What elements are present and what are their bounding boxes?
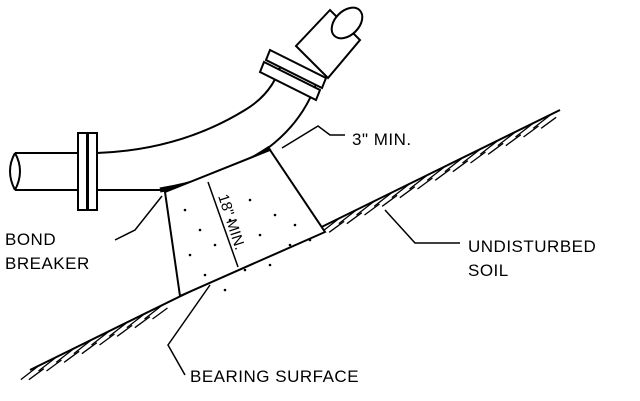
soil-label-line2: SOIL [468,261,509,280]
soil-leader [384,209,460,244]
soil-hatch-mark [540,116,557,129]
soil-hatch-mark [417,177,433,190]
soil-hatch-mark [373,191,393,207]
soil-hatch-mark [434,168,451,181]
bond-breaker-label-line1: BOND [5,230,56,249]
thickness-dimension-line [207,181,239,268]
concrete-thrust-block [163,148,327,298]
soil-hatch-mark [91,330,110,346]
soil-hatch-mark [28,368,45,381]
soil-hatch-mark [381,194,398,207]
concrete-aggregate-dot [188,253,192,257]
bond-breaker-label-line2: BREAKER [5,254,90,273]
soil-hatch-mark [515,122,534,138]
soil-hatch-mark [152,307,168,320]
soil-hatch-mark [356,200,375,216]
concrete-stipple [183,198,312,292]
concrete-aggregate-dot [228,218,232,222]
concrete-aggregate-dot [258,233,262,237]
soil-hatch-mark [399,186,416,199]
flange-upper [258,48,328,102]
concrete-aggregate-dot [288,243,292,247]
soil-hatch-mark [487,142,504,155]
soil-label-line1: UNDISTURBED [468,237,596,256]
concrete-aggregate-dot [243,268,247,272]
pipe-left [9,152,81,191]
concrete-aggregate-dot [198,228,202,232]
concrete-aggregate-dot [223,288,227,292]
soil-hatch-mark [346,212,363,225]
soil-hatching [20,113,557,381]
soil-hatch-mark [409,174,428,190]
concrete-aggregate-dot [293,223,297,227]
soil-hatch-mark [134,316,151,329]
concrete-aggregate-dot [203,273,207,277]
concrete-aggregate-dot [273,213,277,217]
soil-hatch-mark [81,342,98,355]
soil-hatch-mark [364,203,380,216]
soil-hatch-mark [452,160,469,173]
soil-hatch-mark [470,151,486,164]
soil-hatch-mark [73,339,93,355]
soil-hatch-mark [38,356,57,372]
soil-hatch-mark [523,125,539,138]
soil-hatch-mark [144,304,163,320]
clearance-label: 3" MIN. [352,130,412,149]
soil-hatch-mark [108,321,128,337]
clearance-leader [281,125,345,149]
soil-hatch-mark [328,220,345,233]
bearing-leader [167,284,211,376]
soil-hatch-mark [338,209,358,225]
soil-hatch-mark [99,333,115,346]
concrete-aggregate-dot [183,208,187,212]
concrete-aggregate-dot [308,238,312,242]
soil-hatch-mark [532,113,552,129]
bond-breaker-leader [114,195,163,241]
soil-hatch-mark [462,148,481,164]
soil-hatch-mark [63,350,80,363]
soil-hatch-mark [116,324,133,337]
soil-hatch-mark [444,157,464,173]
soil-hatch-mark [505,134,522,147]
pipe-upper [294,6,364,80]
soil-hatch-mark [479,139,499,155]
soil-hatch-mark [55,347,75,363]
flange-left [77,132,98,211]
concrete-aggregate-dot [268,263,272,267]
soil-hatch-mark [391,183,411,199]
soil-hatch-mark [426,165,446,181]
soil-hatch-mark [126,313,146,329]
concrete-aggregate-dot [248,198,252,202]
bearing-surface-label: BEARING SURFACE [190,367,359,386]
concrete-aggregate-dot [213,243,217,247]
soil-hatch-mark [46,359,62,372]
soil-hatch-mark [20,365,40,381]
soil-hatch-mark [497,131,517,147]
